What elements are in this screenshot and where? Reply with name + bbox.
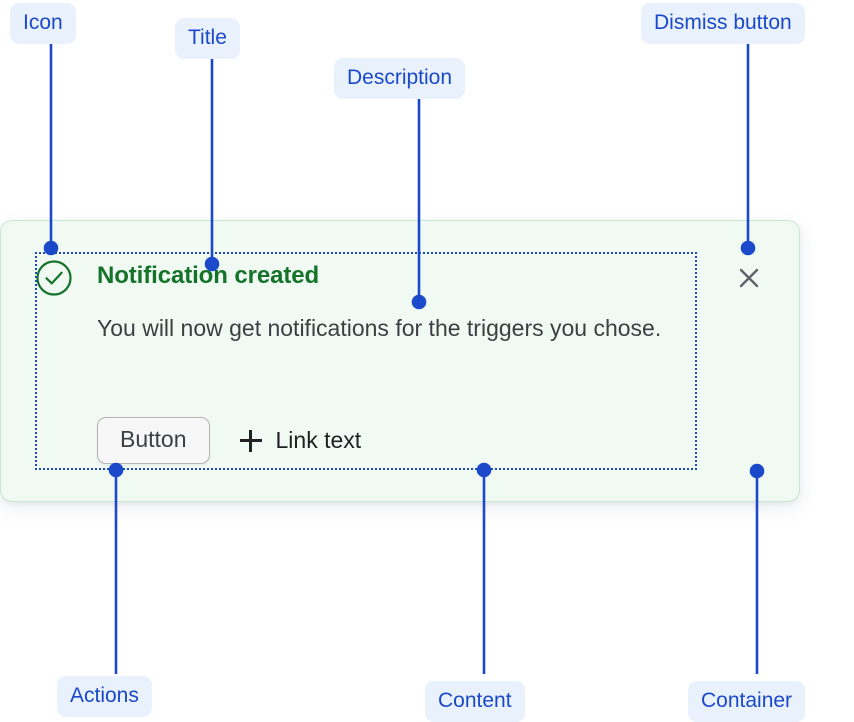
- check-circle-icon: [35, 259, 73, 297]
- annotation-label-title: Title: [175, 18, 240, 59]
- add-link-action[interactable]: Link text: [239, 427, 362, 454]
- plus-icon: [239, 429, 262, 452]
- dismiss-button[interactable]: [731, 260, 767, 296]
- annotation-label-dismiss: Dismiss button: [641, 3, 805, 44]
- annotation-label-container: Container: [688, 681, 806, 722]
- annotation-label-icon: Icon: [10, 3, 76, 44]
- close-icon: [731, 268, 767, 299]
- annotation-label-actions: Actions: [57, 676, 152, 717]
- alert-container: Notification created You will now get no…: [0, 220, 800, 502]
- primary-action-button[interactable]: Button: [97, 417, 210, 464]
- annotation-label-content: Content: [425, 681, 525, 722]
- alert-description: You will now get notifications for the t…: [97, 315, 662, 341]
- alert-title: Notification created: [97, 262, 320, 289]
- annotation-label-description: Description: [334, 58, 466, 99]
- alert-actions: Button Link text: [97, 417, 361, 464]
- add-link-action-label: Link text: [275, 427, 362, 453]
